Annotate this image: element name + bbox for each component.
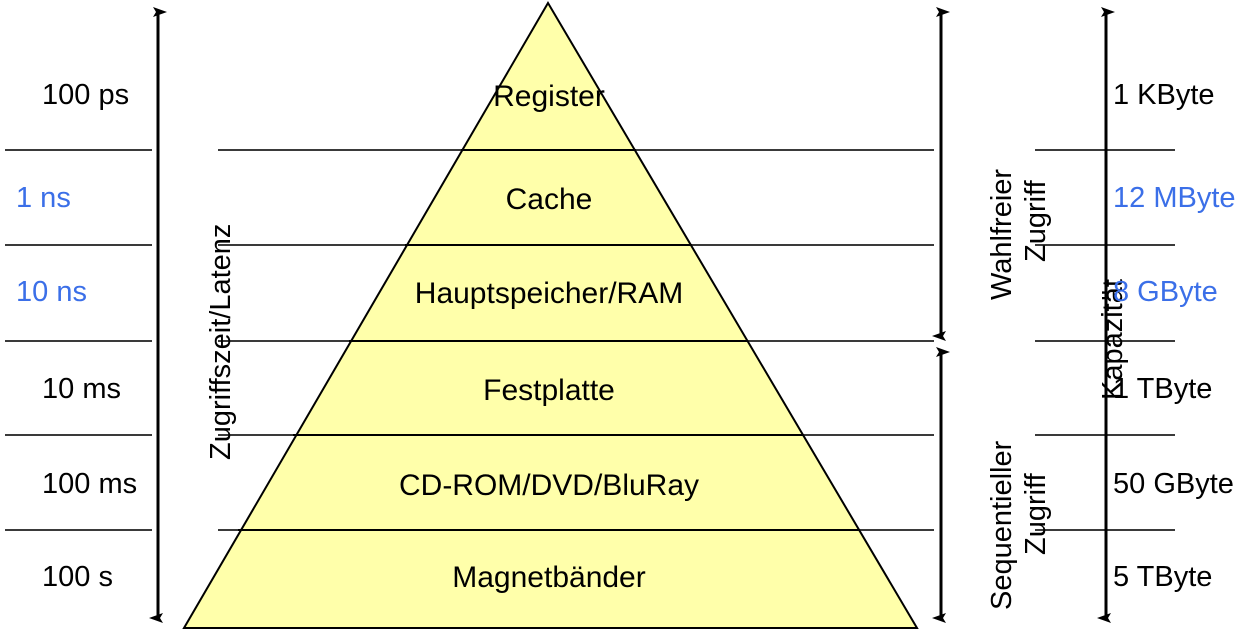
capacity-label-register: 1 KByte — [1113, 79, 1215, 111]
sequential-access-label-line2: Zugriff — [1020, 473, 1052, 555]
latency-label-ram: 10 ns — [16, 276, 87, 308]
latency-label-register: 100 ps — [42, 79, 130, 111]
capacity-label-cache: 12 MByte — [1113, 182, 1236, 214]
pyramid-label-harddisk: Festplatte — [483, 374, 615, 407]
capacity-label-tape: 5 TByte — [1113, 561, 1213, 593]
pyramid-label-tape: Magnetbänder — [452, 561, 646, 594]
pyramid-label-optical: CD-ROM/DVD/BluRay — [398, 469, 700, 502]
latency-axis-label: Zugriffszeit/Latenz — [205, 223, 237, 460]
pyramid-tier-lines — [238, 149, 859, 531]
random-access-label-line2: Zugriff — [1020, 180, 1052, 262]
pyramid-label-ram: Hauptspeicher/RAM — [414, 277, 684, 310]
latency-label-optical: 100 ms — [42, 468, 138, 500]
capacity-label-optical: 50 GByte — [1113, 468, 1234, 500]
pyramid-label-register: Register — [493, 80, 605, 113]
capacity-label-harddisk: 1 TByte — [1113, 373, 1213, 405]
capacity-label-ram: 8 GByte — [1113, 276, 1218, 308]
latency-label-harddisk: 10 ms — [42, 373, 121, 405]
pyramid-label-cache: Cache — [505, 183, 593, 216]
sequential-access-label-line1: Sequentieller — [986, 440, 1018, 610]
pyramid-shape — [182, 1, 919, 629]
latency-label-cache: 1 ns — [16, 182, 71, 214]
latency-label-tape: 100 s — [42, 561, 113, 593]
random-access-label-line1: Wahlfreier — [986, 168, 1018, 300]
